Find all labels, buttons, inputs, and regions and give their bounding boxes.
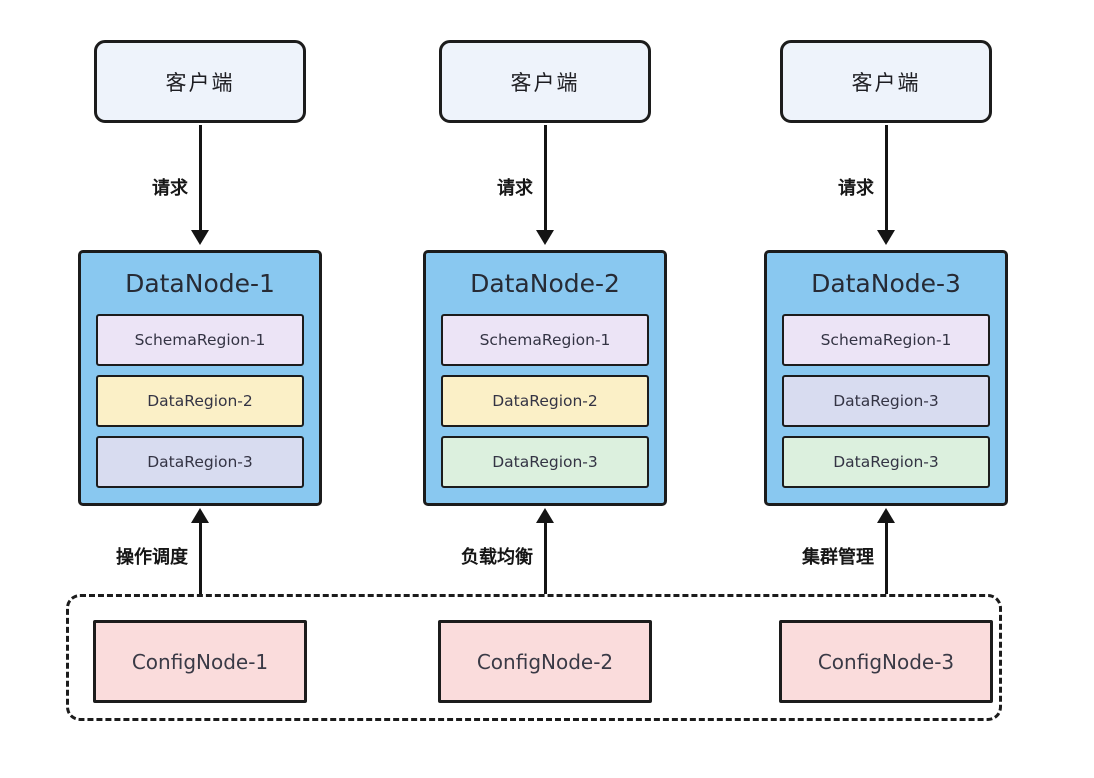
region-box: DataRegion-3 bbox=[96, 436, 304, 488]
datanode-box-3: DataNode-3 SchemaRegion-1 DataRegion-3 D… bbox=[764, 250, 1008, 506]
request-arrow-3 bbox=[876, 125, 896, 245]
confignode-cluster-boundary bbox=[66, 594, 1002, 721]
arrow-shaft bbox=[884, 523, 888, 594]
region-box: SchemaRegion-1 bbox=[96, 314, 304, 366]
region-box: SchemaRegion-1 bbox=[782, 314, 990, 366]
confignode-link-label-3: 集群管理 bbox=[802, 547, 874, 568]
confignode-label: ConfigNode-1 bbox=[131, 649, 269, 674]
region-box: DataRegion-2 bbox=[441, 375, 649, 427]
region-box: DataRegion-2 bbox=[96, 375, 304, 427]
confignode-box-1: ConfigNode-1 bbox=[93, 620, 307, 703]
arrow-head-down-icon bbox=[191, 230, 209, 245]
arrow-head-up-icon bbox=[536, 508, 554, 523]
arrow-head-up-icon bbox=[877, 508, 895, 523]
arrow-shaft bbox=[198, 523, 202, 594]
datanode-title: DataNode-2 bbox=[470, 269, 620, 298]
confignode-label: ConfigNode-2 bbox=[476, 649, 614, 674]
confignode-box-2: ConfigNode-2 bbox=[438, 620, 652, 703]
region-label: DataRegion-3 bbox=[492, 453, 598, 471]
confignode-link-label-2: 负载均衡 bbox=[461, 547, 533, 568]
region-label: DataRegion-3 bbox=[833, 453, 939, 471]
request-arrow-2 bbox=[535, 125, 555, 245]
datanode-title: DataNode-3 bbox=[811, 269, 961, 298]
request-label-1: 请求 bbox=[152, 178, 188, 199]
confignode-arrow-2 bbox=[535, 508, 555, 594]
confignode-arrow-1 bbox=[190, 508, 210, 594]
confignode-arrow-3 bbox=[876, 508, 896, 594]
client-box-3: 客户端 bbox=[780, 40, 992, 123]
arrow-shaft bbox=[884, 125, 888, 230]
region-box: DataRegion-3 bbox=[782, 436, 990, 488]
region-label: DataRegion-3 bbox=[147, 453, 253, 471]
region-box: SchemaRegion-1 bbox=[441, 314, 649, 366]
region-label: SchemaRegion-1 bbox=[479, 331, 611, 349]
arrow-shaft bbox=[198, 125, 202, 230]
request-label-3: 请求 bbox=[838, 178, 874, 199]
request-arrow-1 bbox=[190, 125, 210, 245]
client-box-1: 客户端 bbox=[94, 40, 306, 123]
client-label: 客户端 bbox=[851, 70, 921, 95]
arrow-shaft bbox=[543, 523, 547, 594]
arrow-head-up-icon bbox=[191, 508, 209, 523]
client-label: 客户端 bbox=[165, 70, 235, 95]
region-label: DataRegion-3 bbox=[833, 392, 939, 410]
datanode-box-2: DataNode-2 SchemaRegion-1 DataRegion-2 D… bbox=[423, 250, 667, 506]
arrow-head-down-icon bbox=[536, 230, 554, 245]
arrow-shaft bbox=[543, 125, 547, 230]
request-label-2: 请求 bbox=[497, 178, 533, 199]
client-box-2: 客户端 bbox=[439, 40, 651, 123]
confignode-label: ConfigNode-3 bbox=[817, 649, 955, 674]
region-label: SchemaRegion-1 bbox=[134, 331, 266, 349]
region-box: DataRegion-3 bbox=[441, 436, 649, 488]
region-box: DataRegion-3 bbox=[782, 375, 990, 427]
arrow-head-down-icon bbox=[877, 230, 895, 245]
confignode-box-3: ConfigNode-3 bbox=[779, 620, 993, 703]
confignode-link-label-1: 操作调度 bbox=[116, 547, 188, 568]
region-label: SchemaRegion-1 bbox=[820, 331, 952, 349]
region-label: DataRegion-2 bbox=[147, 392, 253, 410]
datanode-title: DataNode-1 bbox=[125, 269, 275, 298]
datanode-box-1: DataNode-1 SchemaRegion-1 DataRegion-2 D… bbox=[78, 250, 322, 506]
client-label: 客户端 bbox=[510, 70, 580, 95]
region-label: DataRegion-2 bbox=[492, 392, 598, 410]
